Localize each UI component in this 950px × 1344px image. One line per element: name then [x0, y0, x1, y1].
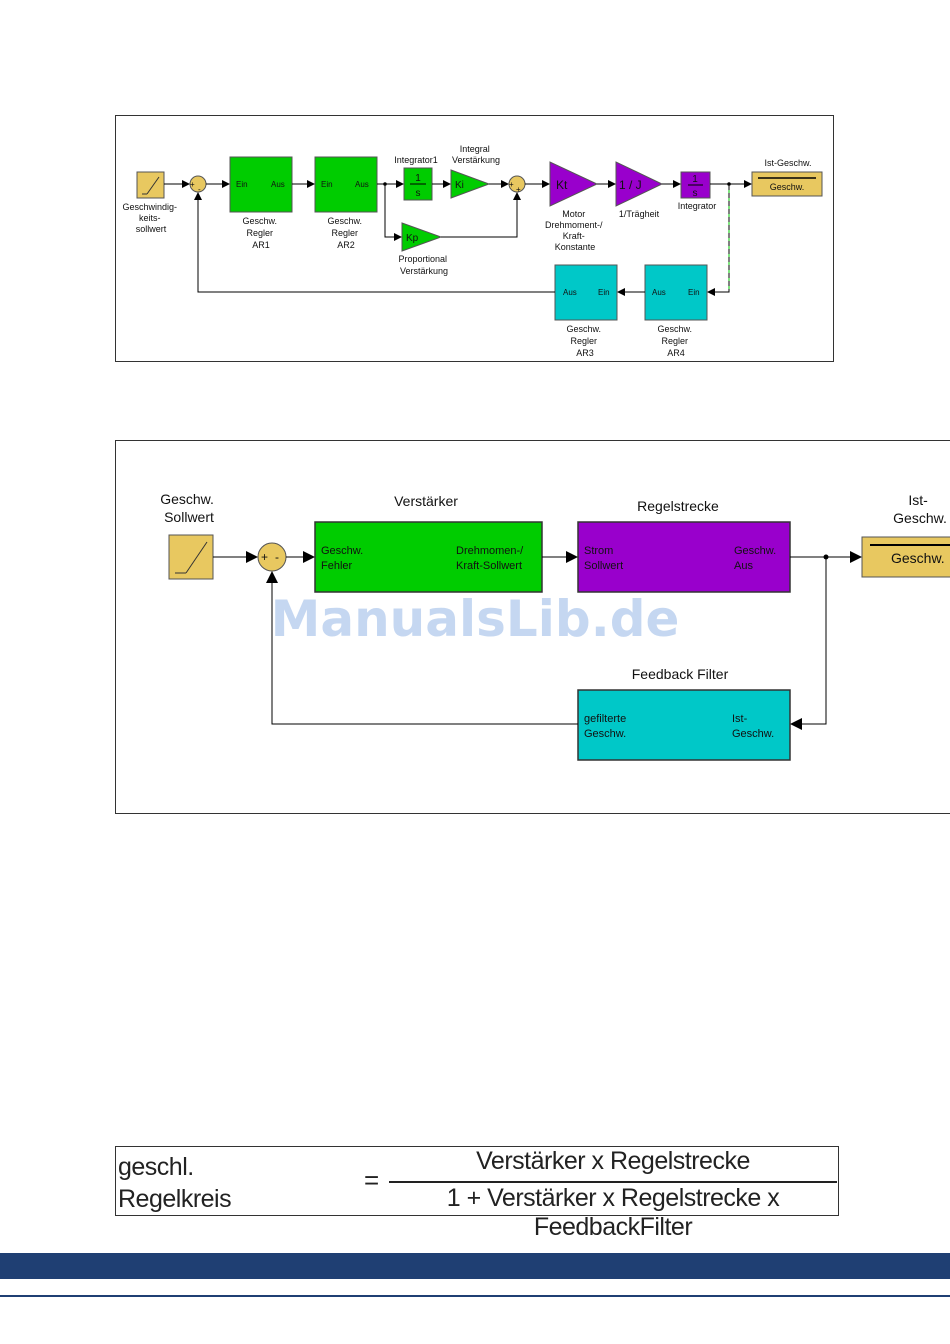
svg-text:Drehmomen-/ Kraft-Sollwe: Drehmomen-/ Kraft-Sollwert [456, 545, 526, 572]
diagram2-frame [115, 440, 950, 814]
svg-text:Ein: Ein [688, 288, 700, 297]
svg-text:-: - [198, 185, 201, 194]
d2-feedback-block: gefilterte Geschw. Ist- Geschw. [577, 689, 791, 761]
d1-integrator1-label: Integrator1 [394, 155, 438, 165]
svg-text:Ein: Ein [236, 180, 248, 189]
d2-amplifier-block: Geschw. Fehler Drehmomen-/ Kraft-Sollwer… [314, 521, 543, 593]
formula-left-top: geschl. [118, 1153, 194, 1181]
formula-box: geschl. Regelkreis = Verstärker x Regels… [115, 1146, 839, 1241]
svg-text:Ist- Geschw.: Ist- Geschw. [732, 713, 774, 740]
d1-ar2-label: Geschw. Regler AR2 [327, 216, 364, 250]
d1-actual-display: Geschw. [751, 171, 823, 197]
svg-text:Kp: Kp [406, 233, 419, 244]
svg-text:Geschw. Aus: Geschw. Aus [734, 545, 779, 572]
d1-setpoint-label: Geschwindig- keits- sollwert [122, 202, 179, 234]
d1-ki-label: Integral Verstärkung [452, 144, 500, 165]
formula-fraction-line [389, 1181, 837, 1183]
svg-text:Ki: Ki [455, 180, 464, 191]
d1-ar3-label: Geschw. Regler AR3 [566, 324, 603, 358]
svg-text:Geschw.: Geschw. [891, 550, 945, 566]
d1-actual-title: Ist-Geschw. [764, 158, 811, 168]
svg-text:+: + [190, 180, 195, 189]
d2-amplifier-title: Verstärker [394, 493, 458, 509]
svg-text:Aus: Aus [271, 180, 285, 189]
svg-text:Aus: Aus [355, 180, 369, 189]
svg-text:1: 1 [692, 174, 698, 185]
watermark: ManualsLib.de [270, 590, 680, 648]
d1-integrator1-block: 1 s [403, 167, 433, 201]
svg-text:1 / J: 1 / J [619, 178, 642, 192]
d2-actual-title: Ist- Geschw. [893, 492, 947, 526]
d2-setpoint-label: Geschw. Sollwert [160, 491, 218, 525]
d2-setpoint-block [168, 534, 214, 580]
svg-text:Geschw. Fehler: Geschw. Fehler [321, 545, 366, 572]
d1-kp-label: Proportional Verstärkung [398, 254, 449, 276]
d1-ki-gain: Ki [450, 169, 491, 199]
d2-connections [213, 551, 862, 730]
d1-integrator2-label: Integrator [678, 201, 717, 211]
svg-text:Ein: Ein [321, 180, 333, 189]
footer-line [0, 1295, 950, 1297]
svg-text:Kt: Kt [556, 178, 568, 192]
d1-kt-gain: Kt [549, 161, 599, 207]
formula-numerator: Verstärker x Regelstrecke [476, 1147, 750, 1175]
d1-inertia-gain: 1 / J [615, 161, 664, 207]
d2-plant-block: Strom Sollwert Geschw. Aus [577, 521, 791, 593]
svg-text:+: + [516, 185, 521, 194]
svg-text:+: + [509, 180, 514, 189]
svg-text:s: s [693, 188, 698, 199]
d2-feedback-title: Feedback Filter [632, 666, 729, 682]
svg-text:+: + [261, 550, 268, 564]
svg-text:s: s [416, 188, 421, 199]
diagram1-frame [115, 115, 834, 362]
d1-connections [164, 180, 752, 296]
svg-text:Strom Sollwert: Strom Sollwert [584, 545, 623, 572]
d1-summing-junction-1: + - [189, 175, 207, 194]
svg-text:Aus: Aus [652, 288, 666, 297]
svg-text:Geschw.: Geschw. [770, 182, 805, 192]
svg-text:Ein: Ein [598, 288, 610, 297]
d1-ar3-block: Aus Ein [554, 264, 618, 321]
d1-summing-junction-2: + + [508, 175, 526, 194]
formula-denominator: 1 + Verstärker x Regelstrecke x Feedback… [446, 1184, 780, 1241]
d2-actual-display: Geschw. [861, 536, 950, 578]
d1-setpoint-block [136, 171, 165, 199]
formula-equals: = [364, 1165, 380, 1195]
d1-ar4-block: Aus Ein [644, 264, 708, 321]
footer-bar [0, 1253, 950, 1279]
d1-ar1-block: Ein Aus [229, 156, 293, 213]
d1-inertia-label: 1/Trägheit [619, 209, 660, 219]
formula-left-bottom: Regelkreis [118, 1185, 232, 1213]
d1-kp-gain: Kp [401, 222, 443, 252]
d1-ar4-label: Geschw. Regler AR4 [657, 324, 694, 358]
svg-text:gefilterte Geschw.: gefilterte Geschw. [584, 713, 629, 740]
svg-text:-: - [275, 550, 279, 564]
d2-plant-title: Regelstrecke [637, 498, 719, 514]
svg-text:1: 1 [415, 173, 421, 184]
d1-ar1-label: Geschw. Regler AR1 [242, 216, 279, 250]
d1-kt-label: Motor Drehmoment-/ Kraft- Konstante [545, 209, 605, 252]
svg-text:Aus: Aus [563, 288, 577, 297]
d1-integrator2-block: 1 s [680, 171, 711, 199]
d1-ar2-block: Ein Aus [314, 156, 378, 213]
